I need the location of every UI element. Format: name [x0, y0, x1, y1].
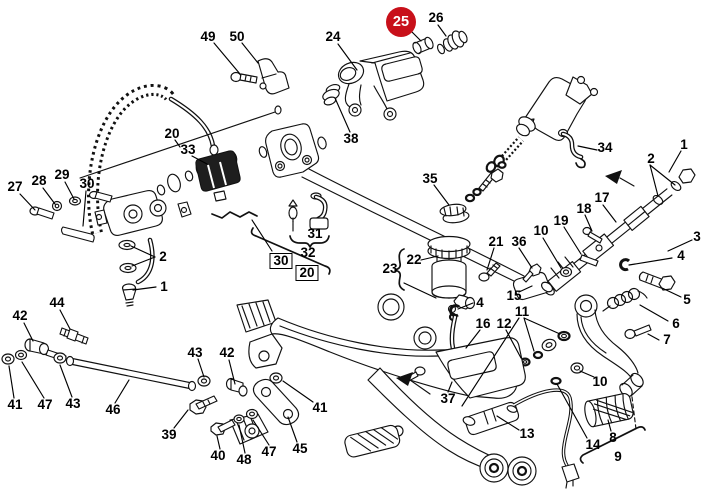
lever-49-50 — [230, 58, 290, 95]
leader-line — [579, 370, 595, 378]
leader-line — [8, 365, 15, 399]
leader-line — [130, 245, 156, 258]
grouping-brackets — [250, 217, 646, 464]
leader-line — [523, 317, 535, 352]
leader-line — [667, 239, 693, 252]
leader-line — [216, 435, 221, 450]
leader-line — [213, 42, 241, 75]
leader-line — [287, 416, 298, 443]
piston-seal-row — [156, 123, 327, 202]
leader-line — [251, 219, 273, 252]
leader-line — [334, 97, 351, 133]
leader-line — [114, 379, 130, 404]
leader-line — [639, 304, 669, 322]
leader-line — [584, 214, 593, 232]
master-cylinder — [485, 75, 599, 173]
leader-line — [496, 415, 520, 431]
leader-line — [602, 204, 617, 223]
leader-line — [42, 187, 56, 205]
leader-line — [64, 181, 75, 200]
leader-line — [59, 364, 73, 398]
leader-line — [518, 247, 533, 269]
caliper-hardware — [29, 196, 95, 243]
direction-arrows — [396, 170, 635, 395]
leader-line — [647, 333, 660, 341]
leader-line — [518, 285, 533, 293]
leader-line — [282, 380, 314, 403]
leader-line — [457, 302, 474, 310]
leader-line — [337, 43, 358, 71]
leader-line — [563, 226, 582, 255]
hanger-bracket-24 — [322, 30, 468, 121]
leader-line — [668, 150, 682, 173]
leader-line — [542, 237, 562, 269]
tie-rod-group — [1, 327, 300, 436]
leader-line — [241, 42, 259, 64]
brake-pipe — [79, 105, 282, 179]
leader-line — [197, 358, 205, 378]
footpeg-hanger — [229, 293, 537, 486]
pad-spring-clip — [211, 211, 258, 219]
leader-line — [607, 419, 612, 432]
bleed-valve-group — [288, 192, 329, 232]
leader-line — [252, 419, 270, 446]
brake-caliper — [88, 189, 192, 307]
leader-line — [238, 424, 246, 454]
leader-line — [82, 190, 87, 227]
brake-pedal-group — [570, 271, 676, 430]
reservoir-cap-35 — [439, 161, 507, 224]
leader-line — [649, 164, 659, 197]
leader-line — [23, 322, 34, 342]
leader-line — [59, 309, 71, 330]
leader-line — [410, 30, 422, 42]
leader-line — [191, 155, 208, 165]
leader-line — [132, 286, 157, 291]
fluid-reservoir — [427, 235, 476, 322]
leader-line — [19, 193, 36, 211]
leader-line — [174, 139, 181, 148]
leader-line — [628, 257, 673, 266]
leader-line — [173, 409, 189, 429]
leader-line — [403, 282, 437, 299]
leader-line — [556, 383, 588, 439]
leader-line — [228, 359, 236, 385]
leader-line — [486, 247, 495, 271]
leader-line — [447, 381, 453, 393]
leader-line — [21, 361, 45, 399]
leader-line — [420, 255, 439, 261]
stop-switch — [462, 376, 580, 489]
leader-line — [131, 256, 156, 267]
junction-fittings — [449, 258, 631, 367]
leader-line — [437, 24, 447, 37]
leader-line — [661, 287, 682, 298]
leader-line — [577, 145, 598, 151]
leader-line — [523, 317, 561, 335]
leader-line — [433, 184, 450, 206]
leader-line — [649, 164, 676, 186]
leader-line — [465, 329, 481, 349]
leader-line — [461, 317, 520, 407]
